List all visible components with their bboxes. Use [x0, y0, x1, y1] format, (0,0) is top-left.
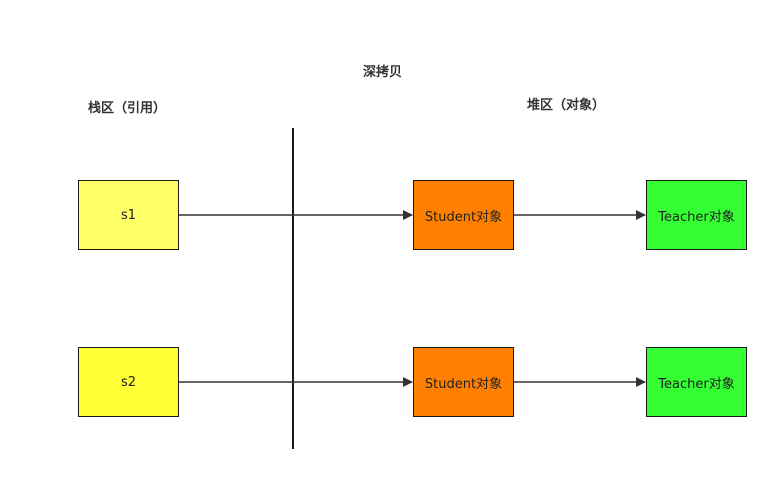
- reference-box-s2: s2: [78, 347, 179, 417]
- heap-area-header: 堆区（对象）: [527, 98, 606, 113]
- stack-area-header: 栈区（引用）: [88, 101, 167, 116]
- teacher-object-box-2: Teacher对象: [646, 347, 747, 417]
- student-object-box-1: Student对象: [413, 180, 514, 250]
- reference-box-s1: s1: [78, 180, 179, 250]
- student-object-box-2: Student对象: [413, 347, 514, 417]
- teacher-object-box-1: Teacher对象: [646, 180, 747, 250]
- diagram-title: 深拷贝: [363, 65, 403, 80]
